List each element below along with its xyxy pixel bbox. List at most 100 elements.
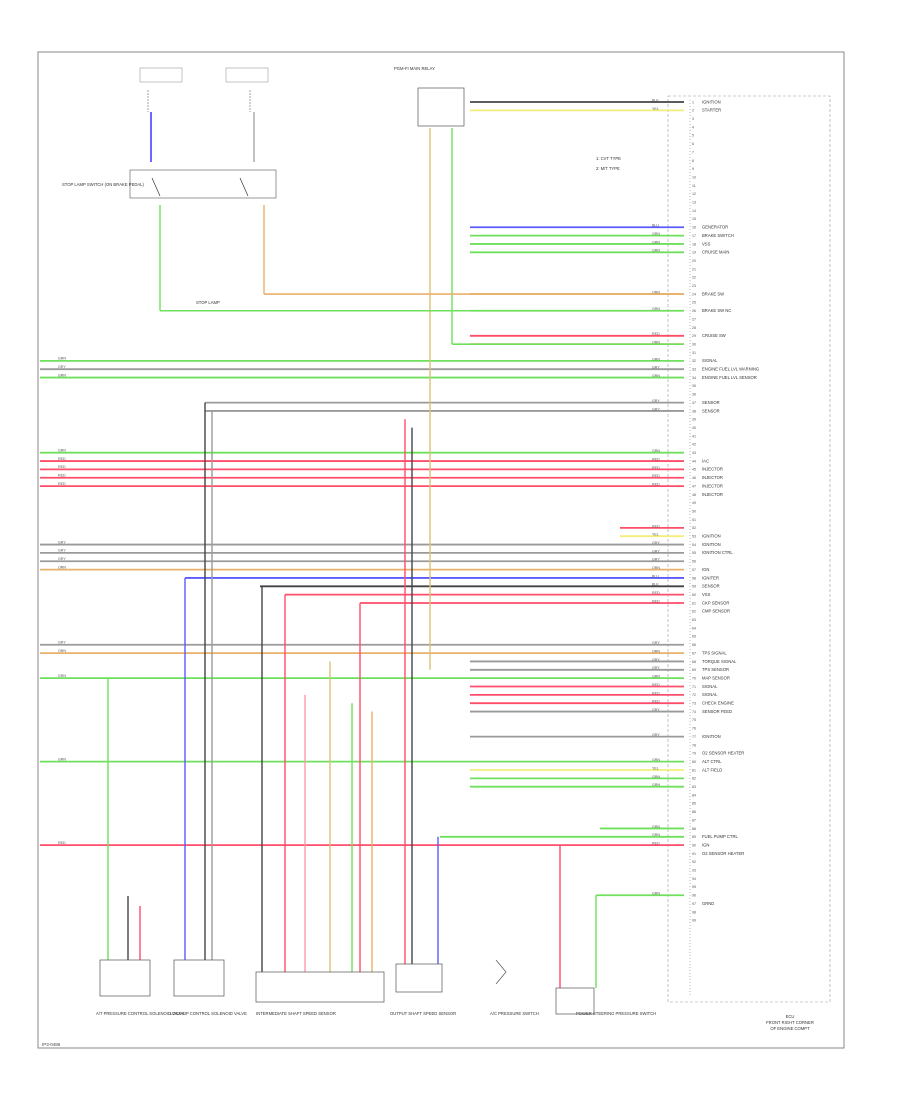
wire-tag: GRY	[58, 365, 66, 369]
connector-pin-number: 8	[692, 159, 694, 163]
wire-tag: RED	[58, 457, 66, 461]
connector-pin-label: IGNITER	[702, 575, 719, 580]
wire-color-label: RED	[652, 599, 660, 603]
connector-pin-number: 57	[692, 568, 696, 572]
connector-pin-number: 58	[692, 576, 696, 580]
wire-color-label: GRY	[652, 549, 660, 553]
connector-pin-number: 81	[692, 768, 696, 772]
connector-pin-label: VSS	[702, 592, 711, 597]
connector-pin-number: 5	[692, 134, 694, 138]
connector-pin-label: SIGNAL	[702, 358, 718, 363]
connector-pin-number: 1	[692, 100, 694, 104]
wire-color-label: RED	[652, 457, 660, 461]
wire-color-label: GRY	[652, 558, 660, 562]
connector-pin-number: 96	[692, 894, 696, 898]
connector-pin-number: 93	[692, 869, 696, 873]
connector-pin-number: 39	[692, 418, 696, 422]
wire-color-label: GRN	[652, 775, 660, 779]
connector-pin-number: 86	[692, 810, 696, 814]
ecu-label-line-3: OF ENGINE COMPT	[770, 1026, 810, 1031]
wire-color-label: BLU	[652, 224, 659, 228]
wire-color-label: GRN	[652, 892, 660, 896]
main-relay-label: PGM-FI MAIN RELAY	[394, 66, 435, 71]
connector-pin-number: 49	[692, 501, 696, 505]
ecu-label-line-1: ECU	[786, 1014, 795, 1019]
connector-pin-number: 29	[692, 334, 696, 338]
connector-pin-number: 72	[692, 693, 696, 697]
connector-pin-number: 36	[692, 393, 696, 397]
connector-pin-number: 78	[692, 743, 696, 747]
connector-pin-number: 7	[692, 150, 694, 154]
connector-pin-number: 91	[692, 852, 696, 856]
connector-pin-number: 76	[692, 727, 696, 731]
wire-tag: RED	[58, 482, 66, 486]
connector-pin-label: O2 SENSOR HEATER	[702, 751, 744, 756]
wire-color-label: GRY	[652, 541, 660, 545]
wire-tag: GRN	[58, 357, 66, 361]
connector-pin-label: IGNITION CTRL	[702, 550, 733, 555]
connector-pin-number: 68	[692, 660, 696, 664]
connector-pin-label: IGNITION	[702, 542, 721, 547]
connector-pin-number: 60	[692, 593, 696, 597]
wire-color-label: RED	[652, 466, 660, 470]
connector-pin-number: 65	[692, 635, 696, 639]
connector-pin-label: ENGINE FUEL LVL WARNING	[702, 367, 759, 372]
wire-color-label: RED	[652, 483, 660, 487]
wire-tag: GRN	[58, 449, 66, 453]
connector-pin-label: MAP SENSOR	[702, 675, 730, 680]
wire-color-label: YEL	[652, 766, 659, 770]
wire-color-label: ORN	[652, 341, 660, 345]
connector-pin-number: 12	[692, 192, 696, 196]
ecu-box	[667, 95, 831, 1003]
main-relay: PGM-FI MAIN RELAY	[394, 66, 465, 127]
connector-pin-label: VSS	[702, 241, 711, 246]
connector-pin-number: 27	[692, 317, 696, 321]
connector-pin-number: 46	[692, 476, 696, 480]
wire-color-label: GRY	[652, 641, 660, 645]
wire-color-label: GRN	[652, 675, 660, 679]
wire-color-label: BLK	[652, 583, 659, 587]
connector-pin-number: 53	[692, 535, 696, 539]
bottom-label-6: POWER STEERING PRESSURE SWITCH	[576, 1011, 656, 1016]
connector-pin-label: IGNITION	[702, 734, 721, 739]
diagram-frame	[37, 51, 845, 1049]
connector-pin-number: 32	[692, 359, 696, 363]
wire-color-label: RED	[652, 474, 660, 478]
connector-pin-number: 47	[692, 484, 696, 488]
wire-tag: GRN	[58, 674, 66, 678]
wire-color-label: GRY	[652, 733, 660, 737]
connector-pin-number: 88	[692, 827, 696, 831]
footer-code: IP3-0486	[42, 1042, 61, 1047]
connector-pin-number: 28	[692, 326, 696, 330]
connector-pin-number: 31	[692, 351, 696, 355]
wire-color-label: RED	[652, 591, 660, 595]
connector-pin-label: FUEL PUMP CTRL	[702, 834, 739, 839]
bottom-components: A/T PRESSURE CONTROL SOLENOID VALVE LOCK…	[96, 959, 656, 1016]
wire-tag: RED	[58, 474, 66, 478]
connector-pin-number: 82	[692, 777, 696, 781]
connector-pin-label: BRAKE SW NC	[702, 308, 731, 313]
connector-pin-number: 77	[692, 735, 696, 739]
connector-pin-number: 48	[692, 493, 696, 497]
stop-lamp-switch-assembly: STOP LAMP SWITCH (ON BRAKE PEDAL) STOP L…	[62, 67, 277, 305]
connector-pin-number: 51	[692, 518, 696, 522]
wire-color-label: GRN	[652, 374, 660, 378]
connector-pin-label: ALT CTRL	[702, 759, 722, 764]
connector-pin-label: INJECTOR	[702, 483, 723, 488]
wire-color-label: RED	[652, 332, 660, 336]
bottom-label-3: INTERMEDIATE SHAFT SPEED SENSOR	[256, 1011, 336, 1016]
connector-pin-label: SENSOR FEED	[702, 709, 732, 714]
connector-pin-number: 66	[692, 643, 696, 647]
connector-pin-number: 35	[692, 384, 696, 388]
wire-color-label: GRN	[652, 249, 660, 253]
connector-pin-number: 71	[692, 685, 696, 689]
wire-color-label: ORN	[652, 290, 660, 294]
connector-pin-number: 34	[692, 376, 696, 380]
connector-pin-label: IGNITION	[702, 534, 721, 539]
connector-pin-number: 69	[692, 668, 696, 672]
connector-pin-label: CRUISE MAIN	[702, 250, 729, 255]
stop-lamp-switch-label: STOP LAMP SWITCH (ON BRAKE PEDAL)	[62, 182, 145, 187]
wire-color-label: BLK	[652, 98, 659, 102]
connector-pin-label: SENSOR	[702, 584, 720, 589]
